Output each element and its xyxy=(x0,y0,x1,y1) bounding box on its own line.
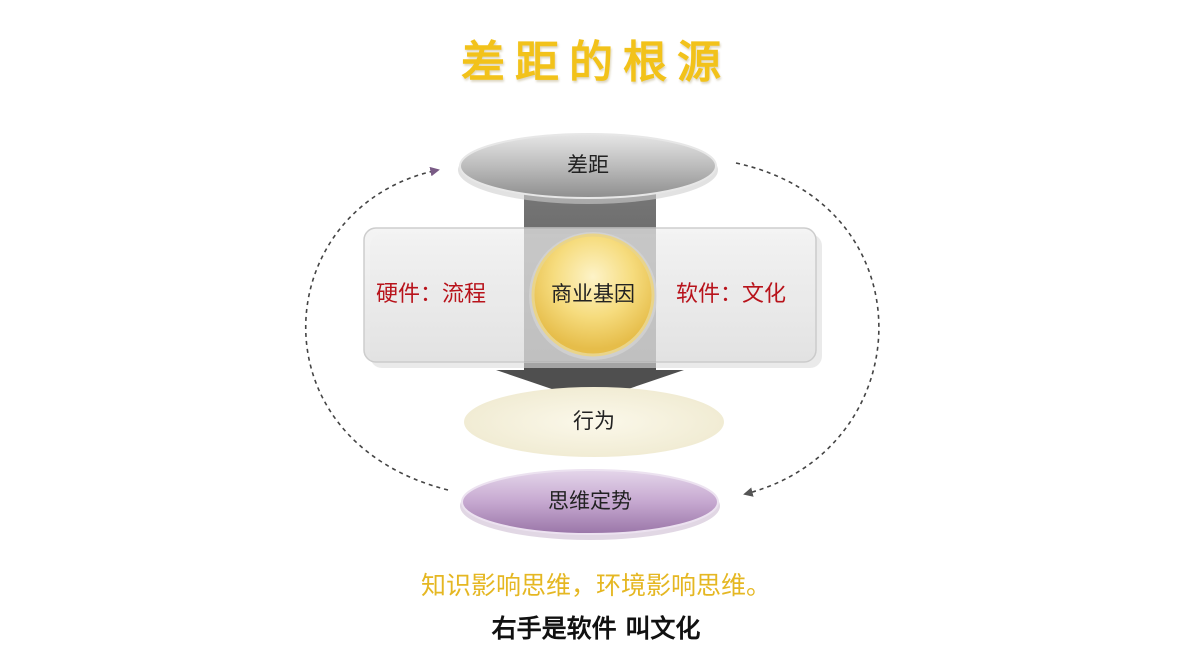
behavior-ellipse xyxy=(464,387,724,457)
center-circle xyxy=(529,232,657,360)
bottom-ellipse xyxy=(460,469,720,540)
slide-title: 差距的根源 xyxy=(461,37,731,88)
node-right-label: 软件：文化 xyxy=(676,282,787,307)
node-behavior-label: 行为 xyxy=(573,409,615,433)
node-center-label: 商业基因 xyxy=(551,282,635,306)
node-bottom-label: 思维定势 xyxy=(548,489,632,513)
node-left-label: 硬件：流程 xyxy=(376,282,487,307)
top-ellipse xyxy=(458,133,718,204)
node-top-label: 差距 xyxy=(567,153,609,177)
caption-line-2: 右手是软件 叫文化 xyxy=(491,614,701,643)
cycle-arrow-right xyxy=(735,162,880,497)
caption-line-1: 知识影响思维，环境影响思维。 xyxy=(420,571,771,600)
